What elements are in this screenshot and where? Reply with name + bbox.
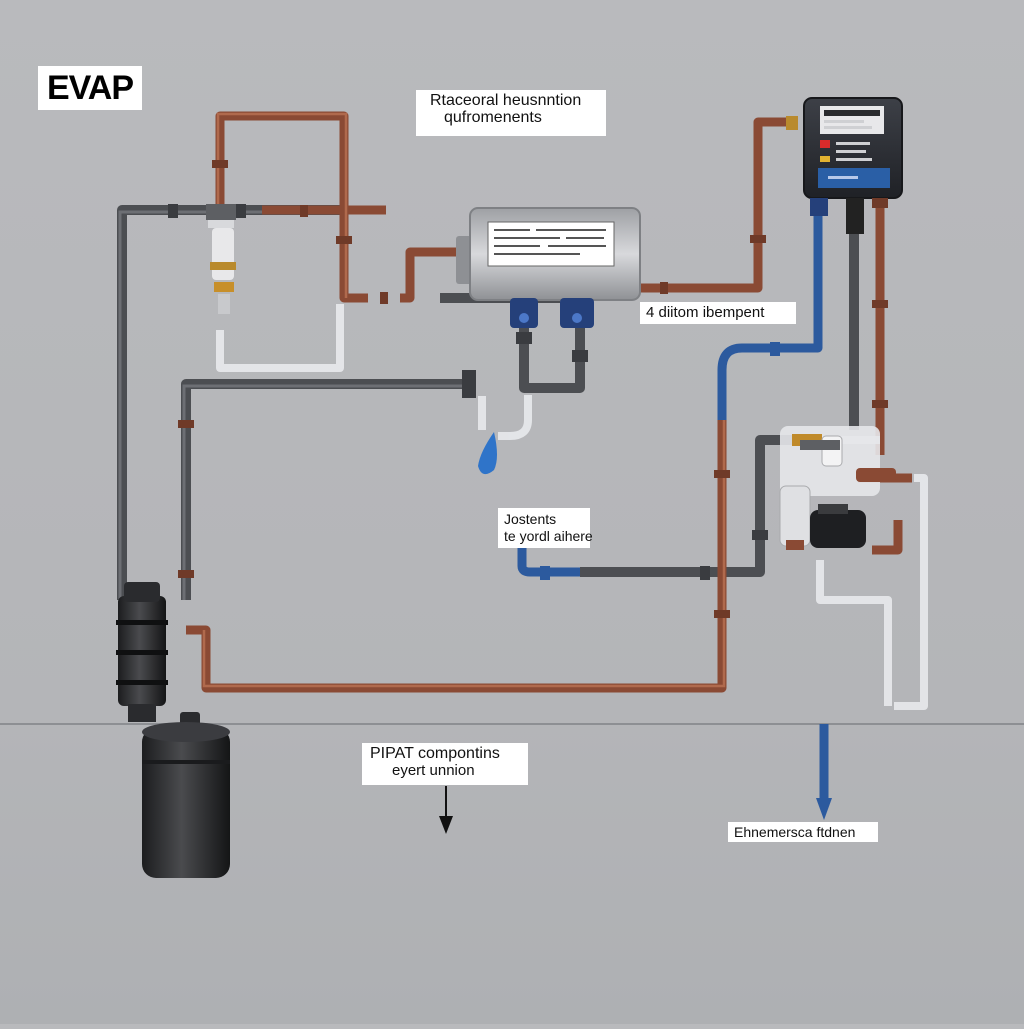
label-bottom: PIPAT compontins eyert unnion [362,743,528,785]
water-drop-icon [478,432,497,475]
label-right: 4 diitom ibempent [640,302,796,324]
label-top: Rtaceoral heusnntion qufromenents [416,90,606,136]
label-middle-line1: Jostents [504,511,557,527]
vent-flow-arrow [816,798,832,820]
canister-icon [116,582,168,722]
fuel-tank-icon [142,712,230,878]
label-bottom-right-text: Ehnemersca ftdnen [734,824,856,840]
label-top-line2: qufromenents [444,109,542,126]
label-top-line1: Rtaceoral heusnntion [430,92,582,109]
vent-line-blue [517,200,829,800]
control-module-icon [456,207,641,328]
purge-valve-icon [206,204,236,314]
label-middle: Jostents te yordl aihere [498,508,593,548]
sensor-module-icon [786,97,903,234]
label-middle-line2: te yordl aihere [504,528,593,544]
purge-line-copper [186,111,912,693]
down-arrow-icon [439,786,453,834]
diagram-title: EVAP [38,66,142,110]
label-bottom-right: Ehnemersca ftdnen [728,822,878,842]
label-bottom-line2: eyert unnion [392,762,475,779]
vent-valve-icon [779,426,896,550]
label-right-text: 4 diitom ibempent [646,304,765,321]
label-bottom-line1: PIPAT compontins [370,745,500,762]
